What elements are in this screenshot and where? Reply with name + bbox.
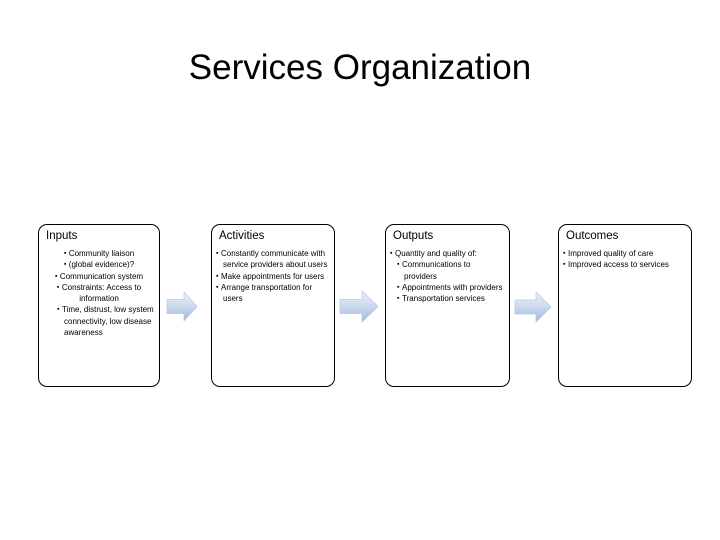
list-item: ▪(global evidence)? bbox=[43, 259, 155, 270]
list-item: ▪Improved quality of care bbox=[563, 248, 687, 259]
bullet-list: ▪Community liaison ▪(global evidence)? ▪… bbox=[43, 248, 155, 282]
list-item-label: Make appointments for users bbox=[220, 271, 325, 281]
bullet-list: ▪Improved quality of care ▪Improved acce… bbox=[563, 248, 687, 271]
list-item: ▪Transportation services bbox=[397, 293, 505, 304]
bullet-list: ▪Constraints: Access to information bbox=[43, 282, 155, 305]
bullet-icon: ▪ bbox=[57, 306, 60, 314]
list-item-label: Transportation services bbox=[401, 294, 485, 304]
bullet-icon: ▪ bbox=[390, 250, 393, 257]
bullet-icon: ▪ bbox=[563, 250, 566, 257]
box-header-inputs: Inputs bbox=[46, 230, 78, 242]
arrow-activities-to-outputs-icon bbox=[339, 290, 379, 323]
process-box-outcomes[interactable]: Outcomes ▪Improved quality of care ▪Impr… bbox=[558, 224, 692, 387]
bullet-icon: ▪ bbox=[216, 272, 219, 280]
page-title: Services Organization bbox=[188, 48, 532, 87]
box-header-outcomes: Outcomes bbox=[566, 230, 619, 242]
process-box-activities[interactable]: Activities ▪Constantly communicate with … bbox=[211, 224, 335, 387]
list-item: ▪Arrange transportation for users bbox=[216, 282, 330, 305]
box-body-outputs: ▪Quantity and quality of: ▪Communication… bbox=[390, 248, 505, 304]
bullet-icon: ▪ bbox=[397, 295, 400, 303]
list-item: ▪Appointments with providers bbox=[397, 282, 505, 293]
list-item-label: Improved access to services bbox=[567, 260, 669, 270]
bullet-icon: ▪ bbox=[216, 250, 219, 257]
list-item-label: Quantity and quality of: bbox=[394, 249, 477, 258]
bullet-list: ▪Communications to providers ▪Appointmen… bbox=[390, 259, 505, 304]
bullet-icon: ▪ bbox=[563, 261, 566, 269]
list-item-label: Appointments with providers bbox=[401, 282, 503, 292]
box-body-activities: ▪Constantly communicate with service pro… bbox=[216, 248, 330, 304]
list-item: ▪Time, distrust, low system connectivity… bbox=[57, 304, 155, 338]
list-item-label: Improved quality of care bbox=[567, 249, 654, 258]
arrow-inputs-to-activities-icon bbox=[166, 291, 198, 322]
list-item-label: Constraints: Access to information bbox=[61, 282, 142, 304]
box-header-outputs: Outputs bbox=[393, 230, 434, 242]
list-item: ▪Communication system bbox=[43, 271, 155, 282]
list-item: ▪Quantity and quality of: bbox=[390, 248, 505, 259]
list-item: ▪Constantly communicate with service pro… bbox=[216, 248, 330, 271]
bullet-icon: ▪ bbox=[63, 261, 67, 269]
process-box-outputs[interactable]: Outputs ▪Quantity and quality of: ▪Commu… bbox=[385, 224, 510, 387]
list-item-label: Communication system bbox=[59, 271, 144, 281]
list-item: ▪Communications to providers bbox=[397, 259, 505, 282]
bullet-list: ▪Constantly communicate with service pro… bbox=[216, 248, 330, 304]
box-body-inputs: ▪Community liaison ▪(global evidence)? ▪… bbox=[43, 248, 155, 338]
arrow-outputs-to-outcomes-icon bbox=[514, 291, 552, 323]
bullet-list: ▪Time, distrust, low system connectivity… bbox=[43, 304, 155, 338]
list-item: ▪Community liaison bbox=[43, 248, 155, 259]
box-body-outcomes: ▪Improved quality of care ▪Improved acce… bbox=[563, 248, 687, 271]
list-item-label: Community liaison bbox=[68, 249, 135, 258]
list-item: ▪Improved access to services bbox=[563, 259, 687, 270]
bullet-icon: ▪ bbox=[63, 250, 67, 257]
list-item: ▪Constraints: Access to information bbox=[43, 282, 155, 305]
list-item-label: Time, distrust, low system connectivity,… bbox=[61, 305, 154, 338]
bullet-icon: ▪ bbox=[397, 261, 400, 269]
list-item: ▪Make appointments for users bbox=[216, 271, 330, 282]
list-item-label: Constantly communicate with service prov… bbox=[220, 249, 328, 270]
bullet-icon: ▪ bbox=[397, 283, 400, 291]
process-box-inputs[interactable]: Inputs ▪Community liaison ▪(global evide… bbox=[38, 224, 160, 387]
bullet-icon: ▪ bbox=[54, 272, 58, 280]
list-item-label: Communications to providers bbox=[401, 260, 471, 281]
list-item-label: Arrange transportation for users bbox=[220, 282, 313, 304]
bullet-icon: ▪ bbox=[56, 283, 60, 291]
bullet-list: ▪Quantity and quality of: bbox=[390, 248, 505, 259]
box-header-activities: Activities bbox=[219, 230, 265, 242]
bullet-icon: ▪ bbox=[216, 283, 219, 291]
list-item-label: (global evidence)? bbox=[68, 260, 135, 270]
